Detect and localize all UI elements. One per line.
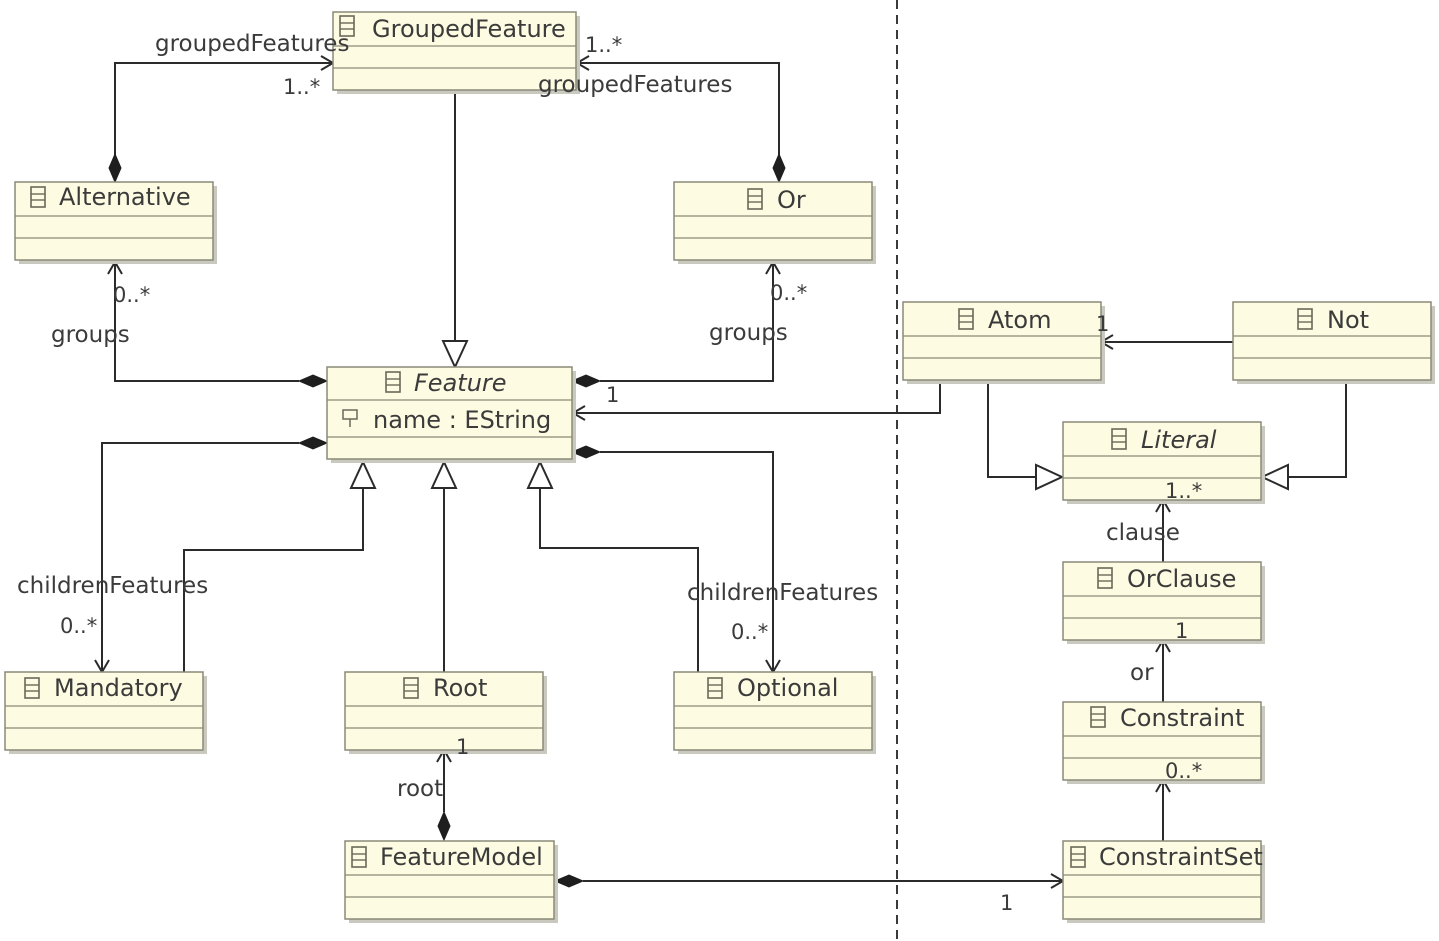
class-feature[interactable]: Feature name : EString: [326, 366, 576, 463]
class-constraint[interactable]: Constraint: [1062, 701, 1265, 784]
role-grouped-features-left: groupedFeatures: [155, 31, 349, 57]
class-alternative[interactable]: Alternative: [14, 181, 217, 264]
edge-atom-generalization[interactable]: [987, 381, 1065, 491]
class-icon: [707, 677, 723, 699]
edge-constraint-orclause[interactable]: [1155, 638, 1171, 702]
class-atom[interactable]: Atom: [902, 301, 1105, 384]
class-orclause[interactable]: OrClause: [1062, 561, 1265, 644]
edge-groupedfeature-generalization[interactable]: [441, 92, 469, 370]
class-or[interactable]: Or: [673, 181, 876, 264]
class-name: Or: [777, 186, 806, 214]
attribute-icon: [342, 409, 358, 427]
class-featuremodel[interactable]: FeatureModel: [344, 840, 558, 923]
class-icon: [1090, 706, 1106, 728]
edge-featuremodel-root[interactable]: [436, 748, 452, 842]
role-grouped-features-right: groupedFeatures: [538, 72, 732, 98]
mult-children-right: 0..*: [731, 620, 768, 644]
class-name: Feature: [414, 369, 507, 397]
role-children-features-left: childrenFeatures: [17, 573, 208, 599]
edge-root-generalization[interactable]: [430, 459, 458, 672]
class-icon: [1297, 308, 1313, 330]
role-labels: groupedFeatures 1..* 1..* groupedFeature…: [17, 31, 1202, 915]
class-optional[interactable]: Optional: [673, 671, 876, 754]
class-constraintset[interactable]: ConstraintSet: [1062, 840, 1265, 923]
mult-fm-constraint-set: 1: [1000, 891, 1013, 915]
edge-constraintset-constraint[interactable]: [1155, 778, 1171, 841]
mult-constraint-set: 0..*: [1165, 759, 1202, 783]
class-icon: [30, 186, 46, 208]
edge-not-atom[interactable]: [1099, 334, 1233, 350]
class-name: Not: [1327, 306, 1369, 334]
role-root: root: [397, 776, 443, 802]
mult-or: 1: [1175, 619, 1188, 643]
edge-atom-feature[interactable]: [571, 381, 941, 421]
edge-mandatory-generalization[interactable]: [183, 459, 377, 672]
edges: [94, 55, 1347, 889]
mult-gf-right: 1..*: [585, 33, 622, 57]
mult-children-left: 0..*: [60, 614, 97, 638]
class-icon: [24, 677, 40, 699]
mult-groups-left: 0..*: [113, 283, 150, 307]
role-clause: clause: [1106, 520, 1180, 546]
class-icon: [385, 371, 401, 393]
class-name: Mandatory: [54, 674, 183, 702]
class-name: Root: [433, 674, 487, 702]
class-root[interactable]: Root: [344, 671, 547, 754]
class-name: ConstraintSet: [1099, 843, 1263, 871]
class-name: OrClause: [1127, 565, 1236, 593]
class-icon: [1111, 428, 1127, 450]
edge-feature-children-optional[interactable]: [570, 445, 781, 674]
class-icon: [403, 677, 419, 699]
class-name: GroupedFeature: [372, 15, 566, 43]
class-name: Literal: [1141, 426, 1217, 454]
class-icon: [1070, 846, 1086, 868]
class-icon: [351, 846, 367, 868]
edge-feature-groups-or[interactable]: [570, 260, 781, 388]
edge-featuremodel-constraintset[interactable]: [553, 873, 1065, 889]
role-or: or: [1130, 660, 1154, 686]
class-name: Optional: [737, 674, 838, 702]
edge-alternative-groupedfeatures[interactable]: [108, 55, 335, 184]
class-literal[interactable]: Literal: [1062, 421, 1265, 504]
edge-feature-children-mandatory[interactable]: [94, 436, 329, 674]
role-children-features-right: childrenFeatures: [687, 580, 878, 606]
class-name: Constraint: [1120, 704, 1244, 732]
role-groups-left: groups: [51, 322, 130, 348]
edge-feature-groups-alternative[interactable]: [107, 260, 329, 388]
class-groupedfeature[interactable]: GroupedFeature: [332, 11, 580, 94]
class-name: Alternative: [59, 183, 191, 211]
edge-optional-generalization[interactable]: [526, 459, 699, 672]
class-icon: [747, 188, 763, 210]
mult-not-atom: 1: [1096, 312, 1109, 336]
class-icon: [1097, 567, 1113, 589]
mult-clause: 1..*: [1165, 479, 1202, 503]
class-name: Atom: [988, 306, 1051, 334]
mult-atom-feature: 1: [606, 383, 619, 407]
class-not[interactable]: Not: [1232, 301, 1435, 384]
edge-or-groupedfeatures[interactable]: [575, 55, 786, 184]
attribute-name: name : EString: [373, 406, 551, 434]
mult-root: 1: [456, 735, 469, 759]
mult-gf-left: 1..*: [283, 75, 320, 99]
mult-groups-right: 0..*: [770, 281, 807, 305]
class-name: FeatureModel: [380, 843, 543, 871]
edge-not-generalization[interactable]: [1259, 381, 1347, 491]
class-icon: [958, 308, 974, 330]
role-groups-right: groups: [709, 320, 788, 346]
class-mandatory[interactable]: Mandatory: [4, 671, 207, 754]
